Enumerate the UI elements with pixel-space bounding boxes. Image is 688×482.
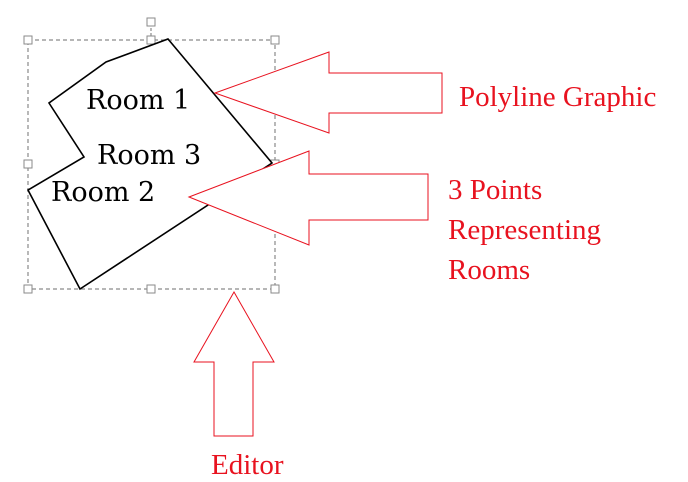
room-label-1[interactable]: Room 1 — [86, 85, 190, 116]
room-label-3[interactable]: Room 3 — [97, 140, 201, 171]
hollow-arrow-icon — [187, 150, 429, 246]
hollow-arrow-icon — [213, 51, 443, 134]
selection-handle-icon[interactable] — [270, 35, 280, 45]
annotation-room-points: 3 Points Representing Rooms — [448, 174, 608, 286]
room-label-2[interactable]: Room 2 — [51, 177, 155, 208]
selection-handle-icon[interactable] — [23, 284, 33, 294]
selection-handle-icon[interactable] — [146, 35, 156, 45]
rotate-handle-icon[interactable] — [146, 17, 156, 27]
hollow-arrow-icon — [193, 290, 275, 437]
annotation-editor: Editor — [211, 449, 284, 481]
annotation-polyline-graphic: Polyline Graphic — [459, 81, 656, 113]
selection-handle-icon[interactable] — [23, 159, 33, 169]
selection-handle-icon[interactable] — [146, 284, 156, 294]
selection-handle-icon[interactable] — [270, 284, 280, 294]
selection-handle-icon[interactable] — [23, 35, 33, 45]
